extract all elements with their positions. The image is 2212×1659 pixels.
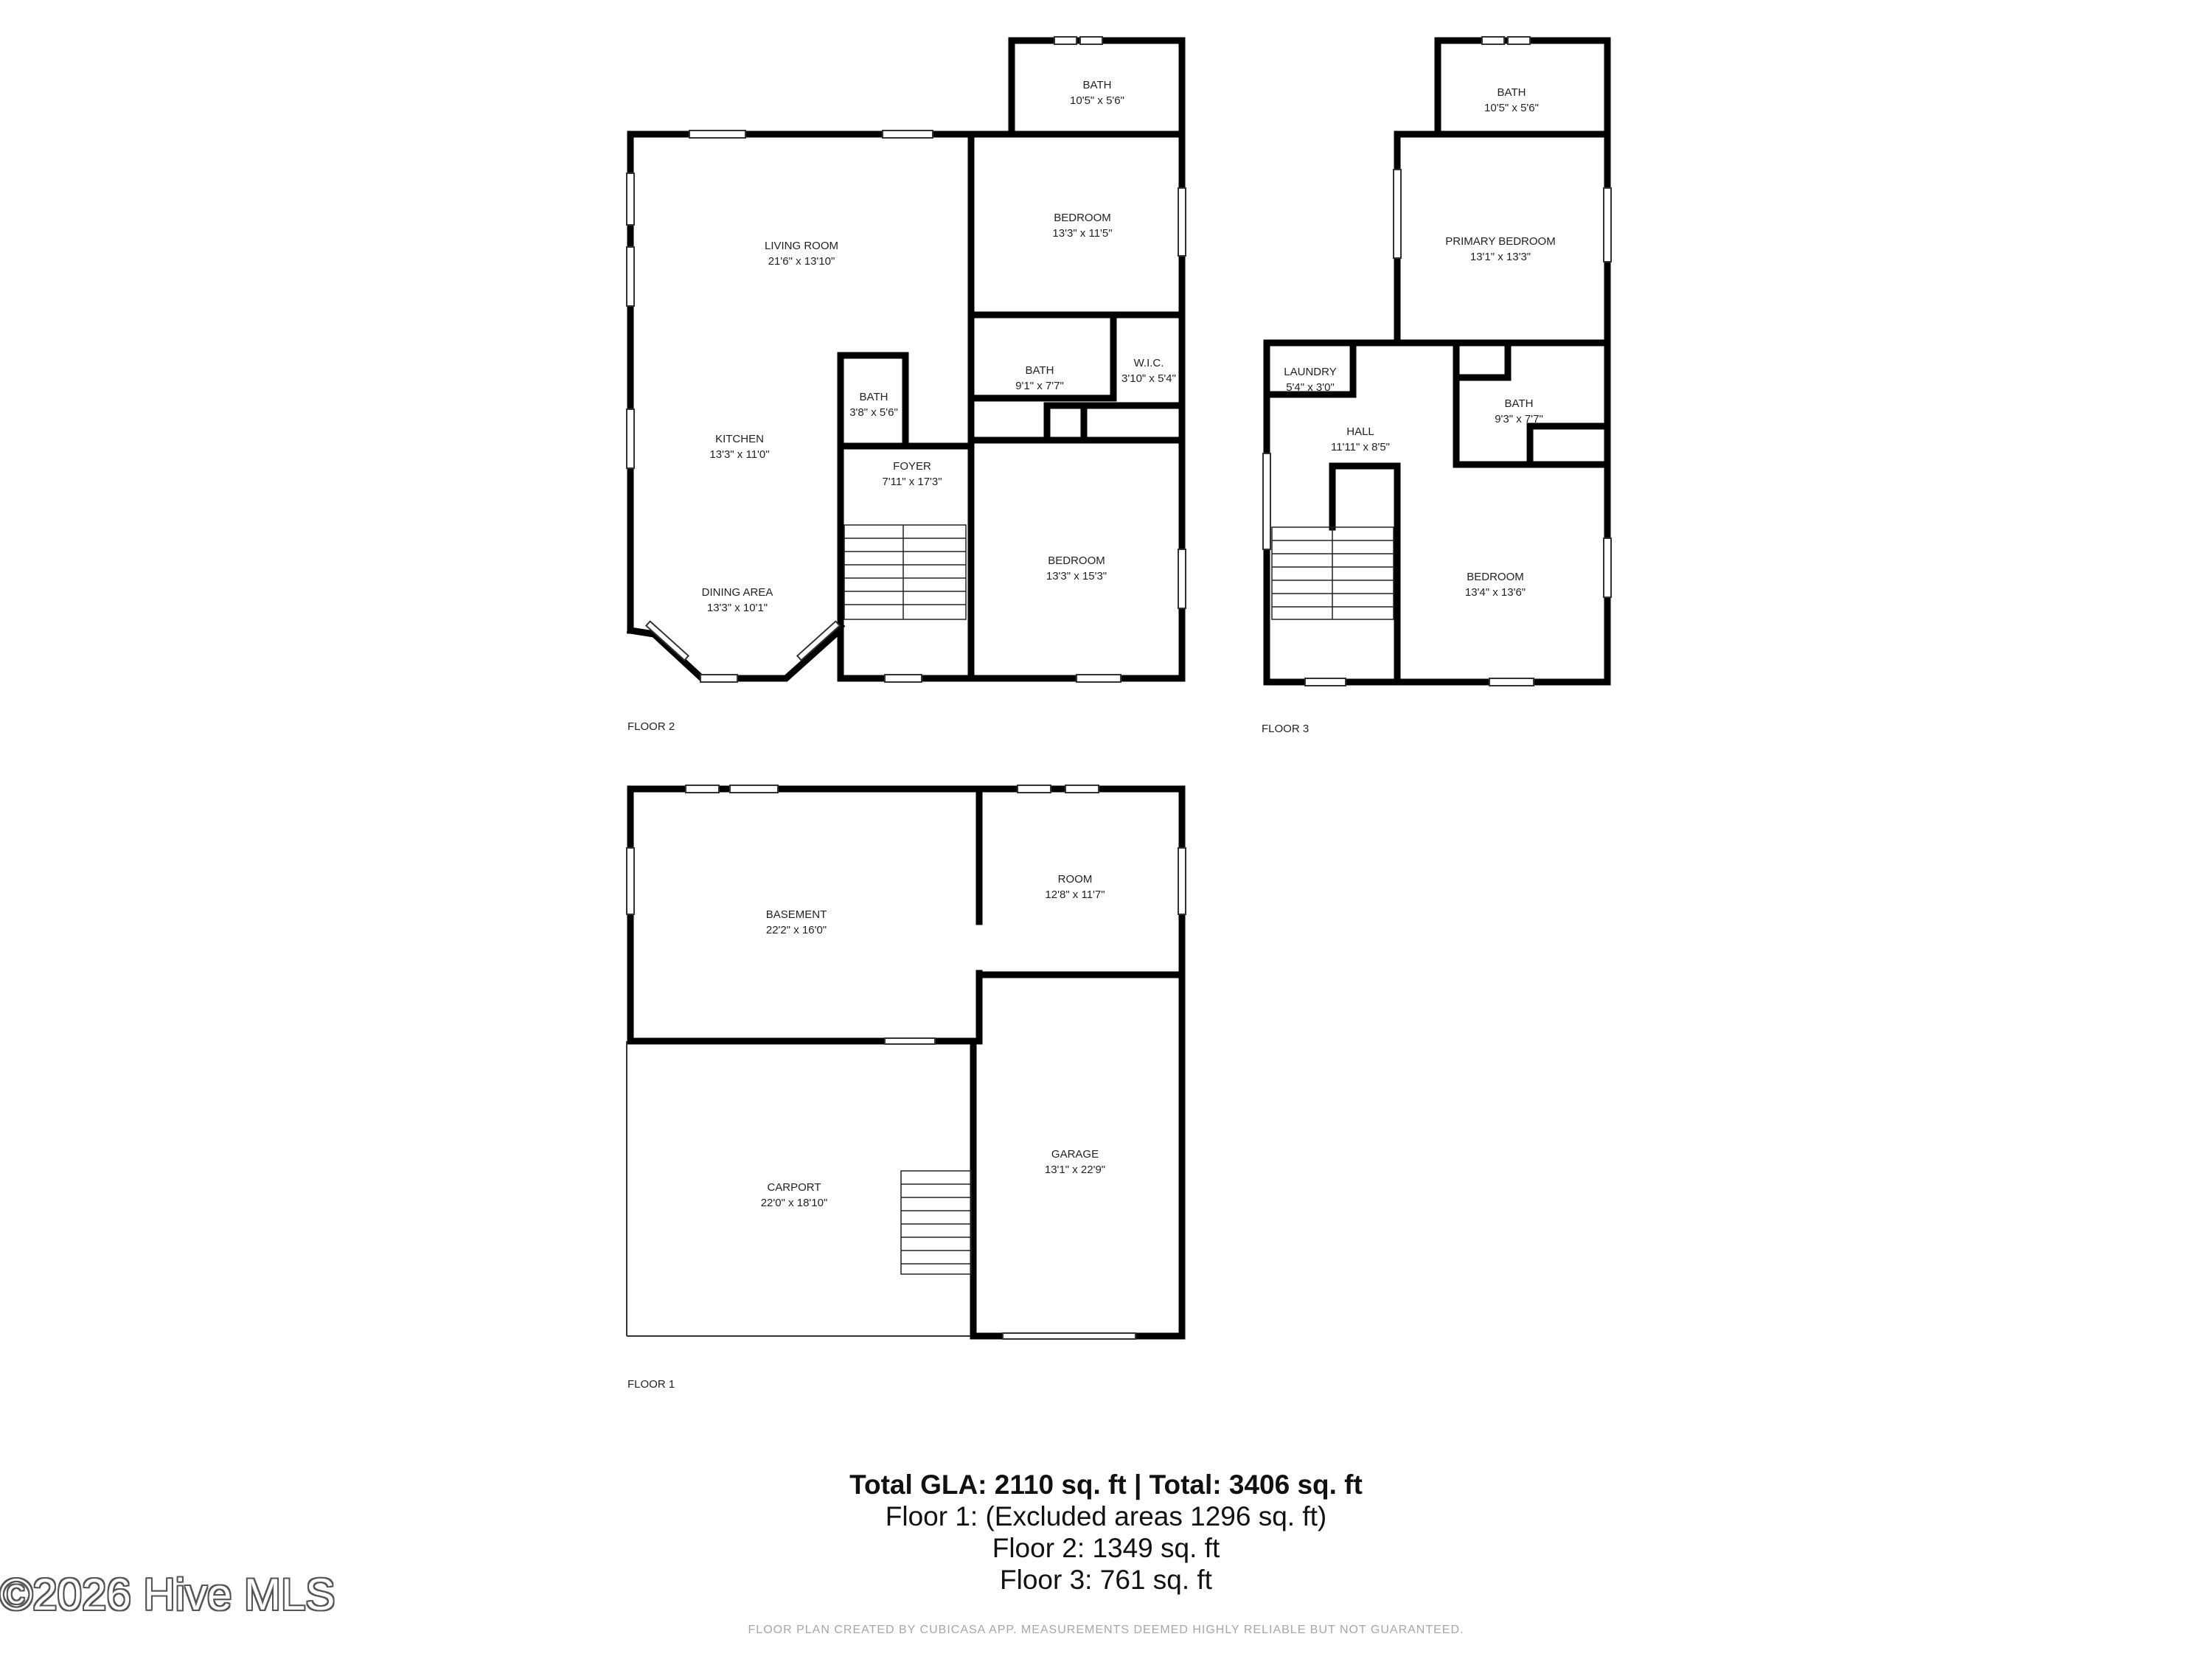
floor-1-plan [627,785,1186,1340]
floor-2-label: FLOOR 2 [627,720,675,733]
room-name: BATH [1083,79,1112,91]
room-dimensions: 10'5" x 5'6" [1484,102,1539,114]
room-dimensions: 13'1" x 22'9" [1045,1164,1105,1176]
room-dimensions: 13'3" x 10'1" [707,602,768,614]
floor-1-labels: BASEMENT 22'2" x 16'0" ROOM 12'8" x 11'7… [761,873,1105,1209]
room-dimensions: 22'2" x 16'0" [766,924,827,936]
floor-3-windows [1262,36,1612,686]
floor-1-windows [626,785,1186,1340]
room-dimensions: 13'3" x 11'0" [709,448,769,461]
floor-3-stairs [1271,526,1394,620]
room-name: BEDROOM [1467,571,1524,583]
room-dimensions: 5'4" x 3'0" [1286,381,1335,394]
room-dimensions: 12'8" x 11'7" [1045,888,1105,901]
room-name: KITCHEN [715,433,764,445]
floor-1-area: Floor 1: (Excluded areas 1296 sq. ft) [885,1501,1327,1531]
floor-3-label: FLOOR 3 [1262,723,1309,735]
room-name: BATH [860,391,888,403]
floor-2-area: Floor 2: 1349 sq. ft [992,1533,1220,1563]
room-name: HALL [1346,425,1374,438]
floor-3-area: Floor 3: 761 sq. ft [1000,1565,1212,1595]
floor-2-plan [626,37,1186,682]
floor-2-labels: BATH 10'5" x 5'6" LIVING ROOM 21'6" x 13… [702,79,1176,614]
room-dimensions: 22'0" x 18'10" [761,1197,828,1209]
room-dimensions: 13'4" x 13'6" [1465,586,1526,599]
room-dimensions: 3'8" x 5'6" [849,406,898,419]
room-name: LIVING ROOM [765,240,838,252]
room-dimensions: 13'1" x 13'3" [1470,251,1531,263]
room-dimensions: 3'10" x 5'4" [1121,372,1176,385]
room-name: BEDROOM [1054,212,1111,224]
disclaimer: FLOOR PLAN CREATED BY CUBICASA APP. MEAS… [748,1624,1464,1636]
carport-outline [626,1041,970,1337]
room-name: BEDROOM [1048,554,1105,567]
room-name: ROOM [1058,873,1093,886]
floor-3-labels: BATH 10'5" x 5'6" PRIMARY BEDROOM 13'1" … [1284,86,1555,599]
room-dimensions: 21'6" x 13'10" [768,255,835,268]
room-dimensions: 11'11" x 8'5" [1331,441,1390,453]
watermark: ©2026 Hive MLS [0,1570,335,1619]
room-name: FOYER [893,460,931,473]
room-dimensions: 7'11" x 17'3" [882,476,942,488]
floor-2-windows [626,36,1186,683]
room-name: GARAGE [1051,1148,1099,1161]
room-dimensions: 13'3" x 11'5" [1052,227,1112,240]
room-dimensions: 9'3" x 7'7" [1495,413,1543,425]
room-dimensions: 10'5" x 5'6" [1070,94,1124,107]
total-area: Total GLA: 2110 sq. ft | Total: 3406 sq.… [849,1470,1363,1500]
room-name: CARPORT [767,1181,821,1194]
room-dimensions: 9'1" x 7'7" [1015,380,1064,392]
room-name: BATH [1505,397,1534,410]
room-name: BASEMENT [766,908,827,921]
floor-1-label: FLOOR 1 [627,1378,675,1391]
room-name: W.I.C. [1134,357,1164,369]
room-name: DINING AREA [702,586,773,599]
floor-2-stairs [844,524,967,620]
room-name: PRIMARY BEDROOM [1445,235,1555,248]
room-name: BATH [1026,364,1054,377]
floor-3-plan [1263,37,1611,686]
floor-1-stairs [900,1170,972,1275]
room-name: LAUNDRY [1284,366,1336,378]
room-name: BATH [1498,86,1526,99]
room-dimensions: 13'3" x 15'3" [1046,570,1107,582]
